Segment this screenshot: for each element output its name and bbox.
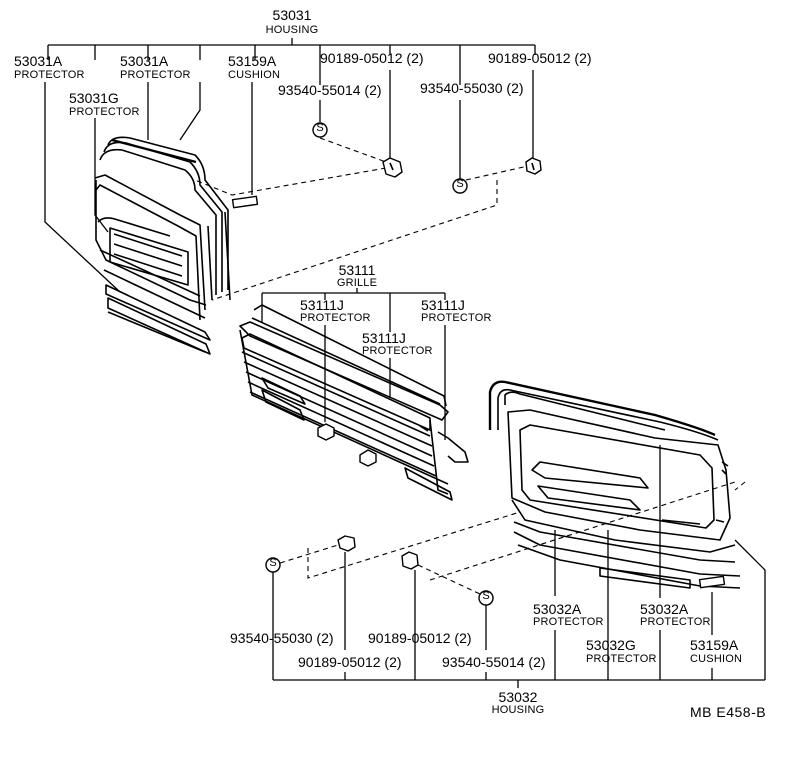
callout-53111j-mid-name: PROTECTOR bbox=[362, 345, 433, 357]
upper-housing-part bbox=[94, 136, 231, 355]
grille-leader-lines bbox=[324, 325, 446, 440]
callout-53032g-name: PROTECTOR bbox=[586, 653, 657, 665]
callout-53031a-left-number: 53031A bbox=[14, 53, 63, 69]
lower-housing-bracket bbox=[273, 630, 765, 688]
upper-screw-b bbox=[452, 178, 468, 194]
callout-53031g-number: 53031G bbox=[69, 90, 119, 106]
upper-housing-bracket bbox=[47, 38, 536, 85]
callout-93540-55014-lower: 93540-55014 (2) bbox=[442, 654, 546, 670]
callout-53032a-left-number: 53032A bbox=[533, 601, 582, 617]
callout-53031g-name: PROTECTOR bbox=[69, 106, 140, 118]
reference-code: MB E458-B bbox=[690, 704, 767, 720]
callout-93540-55014-upper: 93540-55014 (2) bbox=[278, 82, 382, 98]
screw-symbol-upper-a: S bbox=[316, 122, 324, 134]
grille-clip-a bbox=[317, 423, 335, 441]
callout-53032-number: 53032 bbox=[498, 689, 538, 705]
lower-clip-a bbox=[337, 535, 356, 552]
callout-53032-name: HOUSING bbox=[491, 704, 545, 716]
lower-clip-b bbox=[401, 551, 419, 570]
callout-53111j-mid-number: 53111J bbox=[362, 330, 406, 346]
upper-cushion-pad bbox=[231, 195, 259, 209]
callout-53031-name: HOUSING bbox=[265, 24, 319, 36]
callout-53159a-upper-name: CUSHION bbox=[228, 69, 281, 81]
grille-clip-b bbox=[359, 449, 377, 467]
callout-53159a-lower-name: CUSHION bbox=[690, 653, 743, 665]
callout-53032a-right-number: 53032A bbox=[640, 601, 689, 617]
lower-cushion-pad bbox=[698, 575, 726, 589]
callout-90189-lower-a: 90189-05012 (2) bbox=[368, 630, 472, 646]
lower-housing-part bbox=[488, 380, 741, 589]
callout-53111j-right-name: PROTECTOR bbox=[421, 312, 492, 324]
callout-53111j-right-number: 53111J bbox=[421, 297, 465, 313]
callout-93540-55030-lower: 93540-55030 (2) bbox=[230, 630, 334, 646]
upper-leader-lines bbox=[44, 70, 534, 293]
callout-53032a-left-name: PROTECTOR bbox=[533, 616, 604, 628]
callout-53111j-left-name: PROTECTOR bbox=[300, 312, 371, 324]
upper-assembly-dashes bbox=[194, 137, 529, 301]
grille-part bbox=[239, 304, 469, 501]
screw-symbol-upper-b: S bbox=[456, 178, 464, 190]
callout-53111-name: GRILLE bbox=[336, 277, 378, 289]
callout-53111j-left-number: 53111J bbox=[300, 297, 344, 313]
grille-bracket bbox=[261, 288, 446, 332]
callout-53031a-left-name: PROTECTOR bbox=[14, 69, 85, 81]
callout-90189-upper-b: 90189-05012 (2) bbox=[488, 50, 592, 66]
lower-assembly-dashes bbox=[279, 481, 746, 595]
callout-90189-upper-a: 90189-05012 (2) bbox=[320, 50, 424, 66]
callout-53159a-lower-number: 53159A bbox=[690, 637, 739, 653]
callout-53159a-upper-number: 53159A bbox=[228, 53, 277, 69]
callout-53032a-right-name: PROTECTOR bbox=[640, 616, 711, 628]
screw-symbol-lower-a: S bbox=[269, 557, 277, 569]
callout-53111-number: 53111 bbox=[338, 262, 376, 278]
callout-53031-number: 53031 bbox=[272, 7, 312, 23]
upper-clip-b bbox=[525, 157, 542, 175]
callout-53031a-mid-name: PROTECTOR bbox=[120, 69, 191, 81]
screw-symbol-lower-b: S bbox=[482, 590, 490, 602]
callout-93540-55030-upper: 93540-55030 (2) bbox=[420, 80, 524, 96]
upper-clip-a bbox=[382, 157, 403, 178]
lower-leader-lines bbox=[272, 445, 766, 680]
callout-90189-lower-b: 90189-05012 (2) bbox=[298, 654, 402, 670]
callout-53031a-mid-number: 53031A bbox=[120, 53, 169, 69]
callout-53032g-number: 53032G bbox=[586, 637, 636, 653]
upper-screw-a bbox=[312, 122, 328, 138]
